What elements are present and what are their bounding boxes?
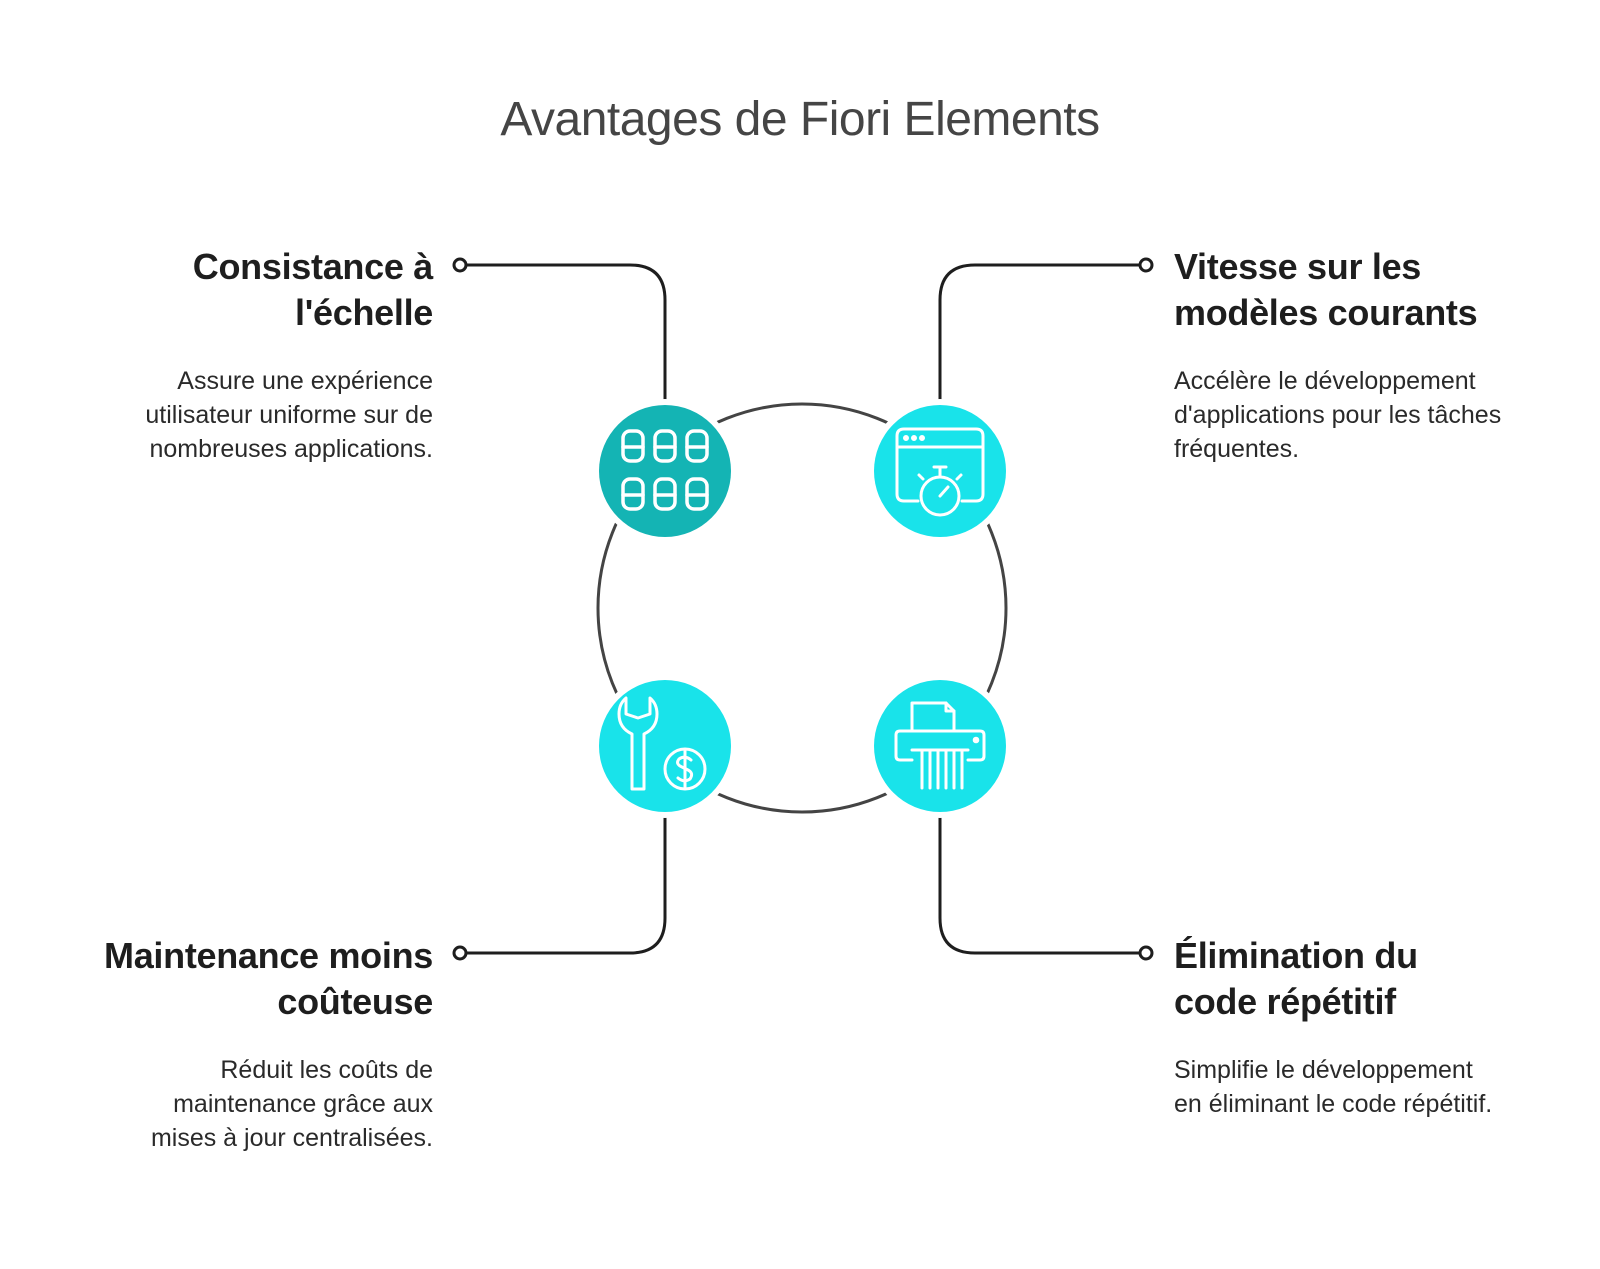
benefit-description: Accélère le développement d'applications… [1174,367,1502,463]
benefit-title: Consistance à l'échelle [192,246,434,333]
central-ring [596,402,1008,814]
node-elimination [874,680,1006,812]
app-grid-icon [621,429,709,511]
connector-top-right [938,263,1140,405]
connector-top-left [466,263,667,405]
benefit-maintenance: Maintenance moins coûteuse Réduit les co… [103,933,433,1155]
benefit-description: Simplifie le développement en éliminant … [1174,1056,1493,1118]
benefit-title: Maintenance moins coûteuse [104,935,433,1022]
connector-bottom-right [938,812,1140,955]
connector-bottom-left [466,812,667,955]
benefit-description: Réduit les coûts de maintenance grâce au… [150,1056,433,1152]
shredder-icon [894,701,986,790]
node-maintenance [599,680,731,812]
benefit-vitesse: Vitesse sur les modèles courants Accélèr… [1174,244,1504,466]
benefit-title: Élimination du code répétitif [1174,935,1418,1022]
connector-end-dot [452,945,468,961]
page-title: Avantages de Fiori Elements [500,93,1100,146]
connector-end-dot [1138,945,1154,961]
benefit-title: Vitesse sur les modèles courants [1174,246,1478,333]
wrench-dollar-icon [617,696,707,791]
benefit-elimination: Élimination du code répétitif Simplifie … [1174,933,1504,1121]
browser-stopwatch-icon [895,427,985,517]
benefit-consistance: Consistance à l'échelle Assure une expér… [103,244,433,466]
connector-end-dot [1138,257,1154,273]
benefit-description: Assure une expérience utilisateur unifor… [145,367,433,463]
node-consistance [599,405,731,537]
connector-end-dot [452,257,468,273]
